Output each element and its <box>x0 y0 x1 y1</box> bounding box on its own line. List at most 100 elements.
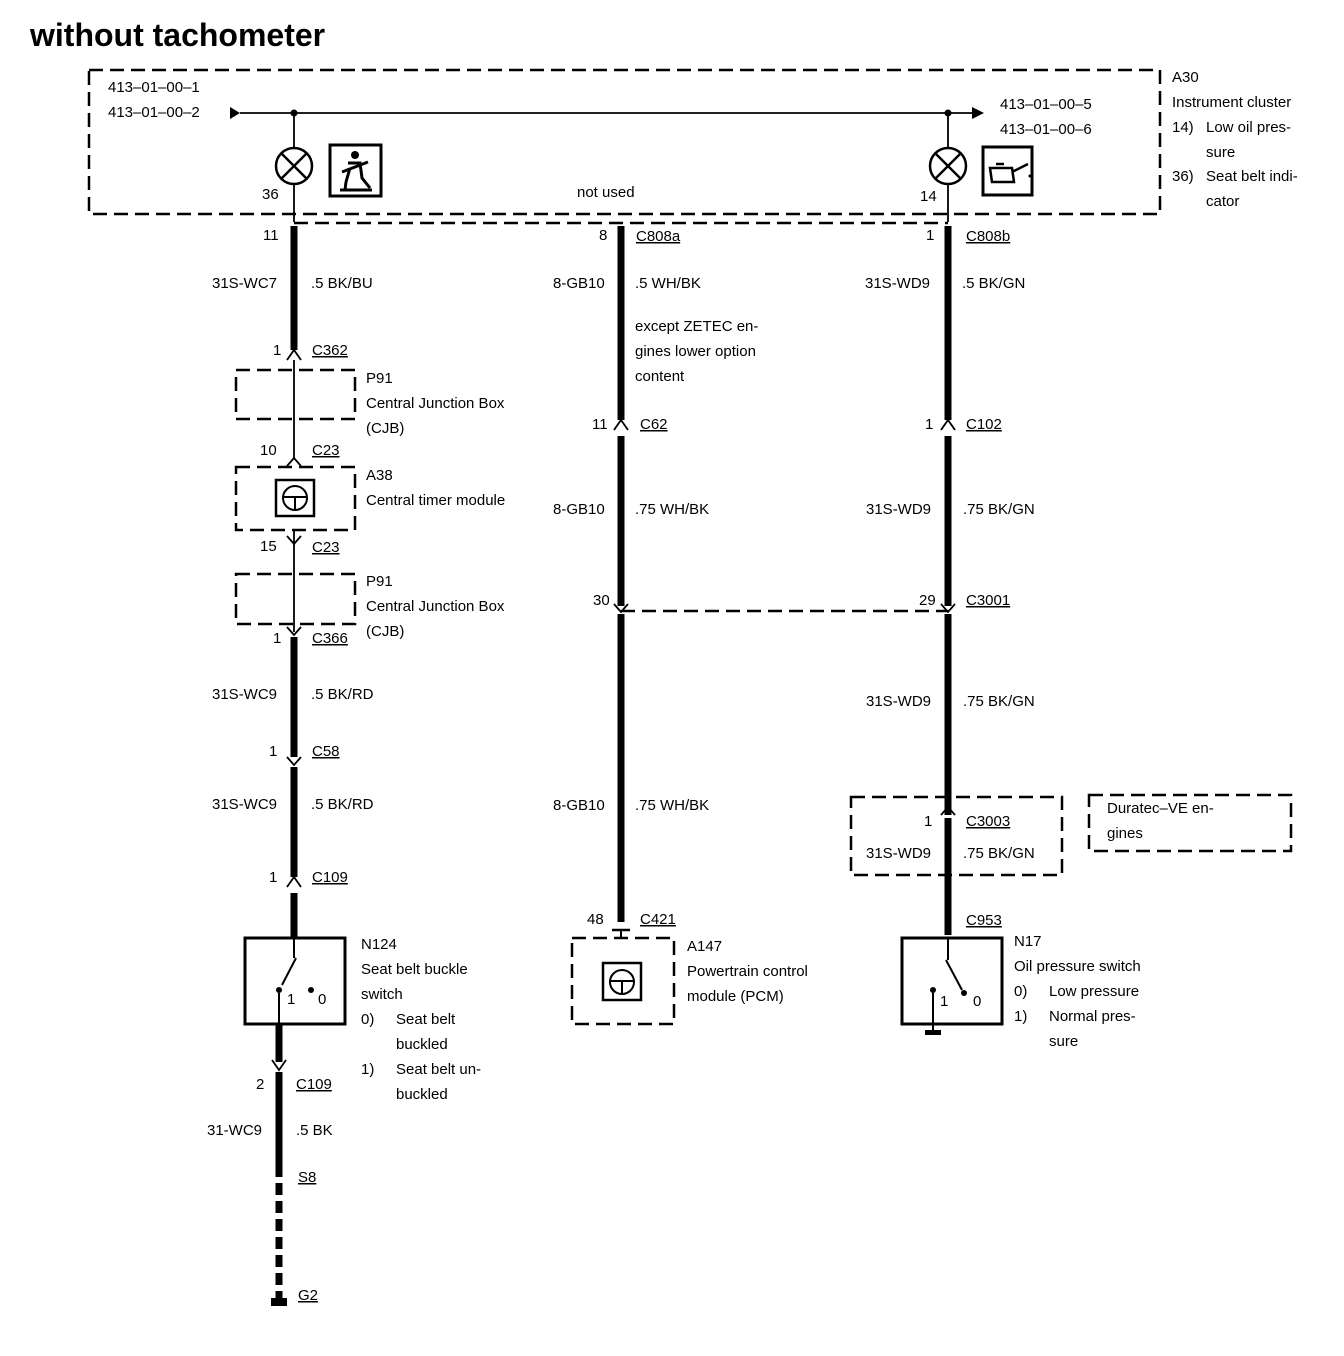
c23-upper-pin: 10 <box>260 442 277 459</box>
p91-lower-id: P91 <box>366 573 393 590</box>
a147-name-1: Powertrain control <box>687 963 808 980</box>
a147-id: A147 <box>687 938 722 955</box>
n17-state0-text: Low pressure <box>1049 983 1139 1000</box>
n17-id: N17 <box>1014 933 1042 950</box>
wire-31s-wc9-upper-spec: .5 BK/RD <box>311 686 374 703</box>
n124-state1: 1) <box>361 1061 374 1078</box>
n17-state1-text-2: sure <box>1049 1033 1078 1050</box>
c421-pin: 48 <box>587 911 604 928</box>
wire-31s-wd9-lower-spec: .75 BK/GN <box>963 693 1035 710</box>
ref-in-2: 413–01–00–2 <box>108 104 200 121</box>
c953-connector: C953 <box>966 912 1002 929</box>
n124-state0-text: Seat belt <box>396 1011 456 1028</box>
wire-31s-wd9-c3003-spec: .75 BK/GN <box>963 845 1035 862</box>
cluster-note-14-text-2: sure <box>1206 144 1235 161</box>
n17-state1: 1) <box>1014 1008 1027 1025</box>
oil-pressure-switch-box <box>900 936 1004 1026</box>
c3001-pin-29: 29 <box>919 592 936 609</box>
c109-upper-pin: 1 <box>269 869 277 886</box>
n124-state0-text-2: buckled <box>396 1036 448 1053</box>
col2-top-pin: 8 <box>599 227 607 244</box>
c23-upper-connector: C23 <box>312 442 340 459</box>
wire-31s-wd9-middle-spec: .75 BK/GN <box>963 501 1035 518</box>
wire-31s-wc9-upper-code: 31S-WC9 <box>212 686 277 703</box>
n17-state0: 0) <box>1014 983 1027 1000</box>
oil-pressure-lamp-icon <box>928 146 968 186</box>
a147-name-2: module (PCM) <box>687 988 784 1005</box>
wire-8-gb10-middle-code: 8-GB10 <box>553 501 605 518</box>
pcm-box <box>570 936 676 1026</box>
c3003-pin: 1 <box>924 813 932 830</box>
wire-31s-wc9-lower-code: 31S-WC9 <box>212 796 277 813</box>
instrument-cluster-box <box>87 68 1162 216</box>
c3003-variant-box <box>849 795 1064 877</box>
n17-name: Oil pressure switch <box>1014 958 1141 975</box>
a38-id: A38 <box>366 467 393 484</box>
seat-belt-lamp-icon <box>274 146 314 186</box>
splice-s8: S8 <box>298 1169 316 1186</box>
cluster-pin-14: 14 <box>920 188 937 205</box>
c366-pin: 1 <box>273 630 281 647</box>
wire-8-gb10-lower-code: 8-GB10 <box>553 797 605 814</box>
c421-connector: C421 <box>640 911 676 928</box>
page-title: without tachometer <box>29 17 325 53</box>
c3001-connector: C3001 <box>966 592 1010 609</box>
not-used-label: not used <box>577 184 635 201</box>
p91-upper-abbr: (CJB) <box>366 420 404 437</box>
p91-upper-name: Central Junction Box <box>366 395 505 412</box>
c3003-connector: C3003 <box>966 813 1010 830</box>
ref-out-2: 413–01–00–6 <box>1000 121 1092 138</box>
n124-state1-text-2: buckled <box>396 1086 448 1103</box>
n124-name-1: Seat belt buckle <box>361 961 468 978</box>
c58-pin: 1 <box>269 743 277 760</box>
col1-top-pin: 11 <box>263 227 279 244</box>
wire-8-gb10-middle-spec: .75 WH/BK <box>635 501 709 518</box>
p91-upper-id: P91 <box>366 370 393 387</box>
c808b-connector: C808b <box>966 228 1010 245</box>
p91-lower-abbr: (CJB) <box>366 623 404 640</box>
duratec-note-box <box>1087 793 1293 853</box>
zetec-note-1: except ZETEC en- <box>635 318 758 335</box>
a38-box <box>234 465 357 532</box>
cluster-note-36: 36) <box>1172 168 1194 185</box>
zetec-note-2: gines lower option <box>635 343 756 360</box>
seat-belt-switch-icon <box>276 938 314 1024</box>
duratec-note-1: Duratec–VE en- <box>1107 800 1214 817</box>
cluster-note-36-text: Seat belt indi- <box>1206 168 1298 185</box>
c366-connector: C366 <box>312 630 348 647</box>
oil-can-symbol-icon <box>981 145 1034 197</box>
c109-lower-connector: C109 <box>296 1076 332 1093</box>
wire-31-wc9-spec: .5 BK <box>296 1122 333 1139</box>
zetec-note-3: content <box>635 368 685 385</box>
n17-pos1: 1 <box>940 993 948 1010</box>
c109-lower-pin: 2 <box>256 1076 264 1093</box>
central-timer-module-icon <box>274 478 316 518</box>
wire-31s-wc7-spec: .5 BK/BU <box>311 275 373 292</box>
bus-in-arrow <box>230 107 240 119</box>
p91-box-lower <box>234 572 357 626</box>
cluster-pin-36: 36 <box>262 186 279 203</box>
n124-id: N124 <box>361 936 397 953</box>
wire-31s-wd9-lower-code: 31S-WD9 <box>866 693 931 710</box>
wire-31s-wd9-upper-code: 31S-WD9 <box>865 275 930 292</box>
cluster-name: Instrument cluster <box>1172 94 1291 111</box>
cluster-id: A30 <box>1172 69 1199 86</box>
ground-g2-icon <box>271 1298 287 1306</box>
p91-box-upper <box>234 368 357 421</box>
c362-connector: C362 <box>312 342 348 359</box>
wire-31s-wd9-c3003-code: 31S-WD9 <box>866 845 931 862</box>
wire-8-gb10-upper-code: 8-GB10 <box>553 275 605 292</box>
duratec-note-2: gines <box>1107 825 1143 842</box>
c808a-connector: C808a <box>636 228 681 245</box>
n124-state0: 0) <box>361 1011 374 1028</box>
ref-in-1: 413–01–00–1 <box>108 79 200 96</box>
wire-8-gb10-upper-spec: .5 WH/BK <box>635 275 701 292</box>
c362-pin: 1 <box>273 342 281 359</box>
c58-connector: C58 <box>312 743 340 760</box>
c102-pin: 1 <box>925 416 933 433</box>
c62-connector: C62 <box>640 416 668 433</box>
ref-out-1: 413–01–00–5 <box>1000 96 1092 113</box>
wire-31s-wd9-middle-code: 31S-WD9 <box>866 501 931 518</box>
wire-31s-wc9-lower-spec: .5 BK/RD <box>311 796 374 813</box>
